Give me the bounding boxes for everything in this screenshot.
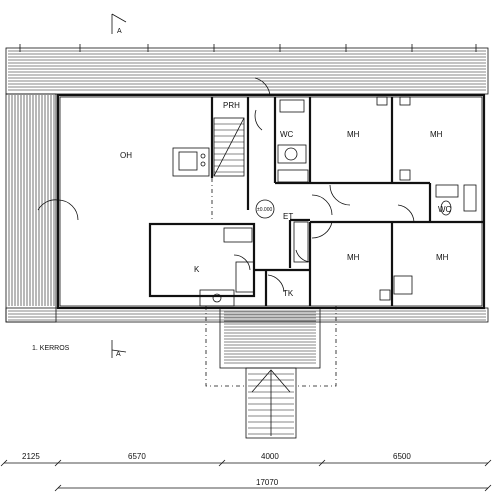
room-label-prh: PRH — [223, 101, 240, 110]
floor-title: 1. KERROS — [32, 345, 70, 352]
terrace-deck — [5, 44, 489, 323]
dimension-tick — [54, 459, 62, 467]
room-label-mh4: MH — [436, 253, 449, 262]
dimension-tick — [218, 459, 226, 467]
dimension-2: 6570 — [128, 452, 146, 461]
dimension-lines — [0, 459, 492, 492]
room-label-mh2: MH — [430, 130, 443, 139]
dimension-tick — [0, 459, 8, 467]
section-mark-bottom-label: A — [116, 351, 121, 358]
dimension-3: 4000 — [261, 452, 279, 461]
dimension-total: 17070 — [256, 478, 279, 487]
room-label-oh: OH — [120, 151, 132, 160]
room-label-wc1: WC — [280, 130, 294, 139]
level-mark: ±0.000 — [255, 199, 275, 219]
room-label-k: K — [194, 265, 200, 274]
doors — [37, 77, 415, 293]
section-mark-top-label: A — [117, 28, 122, 35]
dimension-tick — [54, 484, 62, 492]
exterior-walls — [56, 93, 486, 310]
room-label-mh1: MH — [347, 130, 360, 139]
dimension-1: 2125 — [22, 452, 40, 461]
level-mark-label: ±0.000 — [257, 207, 272, 213]
fixtures — [199, 96, 477, 307]
room-label-tk: TK — [283, 289, 294, 298]
interior-walls — [148, 97, 484, 306]
stairs-prh — [213, 117, 245, 177]
dimension-tick — [484, 459, 492, 467]
fireplace — [172, 147, 210, 177]
dimension-tick — [484, 484, 492, 492]
section-marker-bottom: A — [111, 340, 127, 358]
section-marker-top: A — [111, 13, 127, 35]
dimension-tick — [318, 459, 326, 467]
room-label-mh3: MH — [347, 253, 360, 262]
room-label-wc2: WC — [438, 205, 452, 214]
stair-break — [213, 117, 245, 177]
room-label-et: ET — [283, 212, 293, 221]
entrance-stairs — [205, 178, 337, 439]
dimension-4: 6500 — [393, 452, 411, 461]
